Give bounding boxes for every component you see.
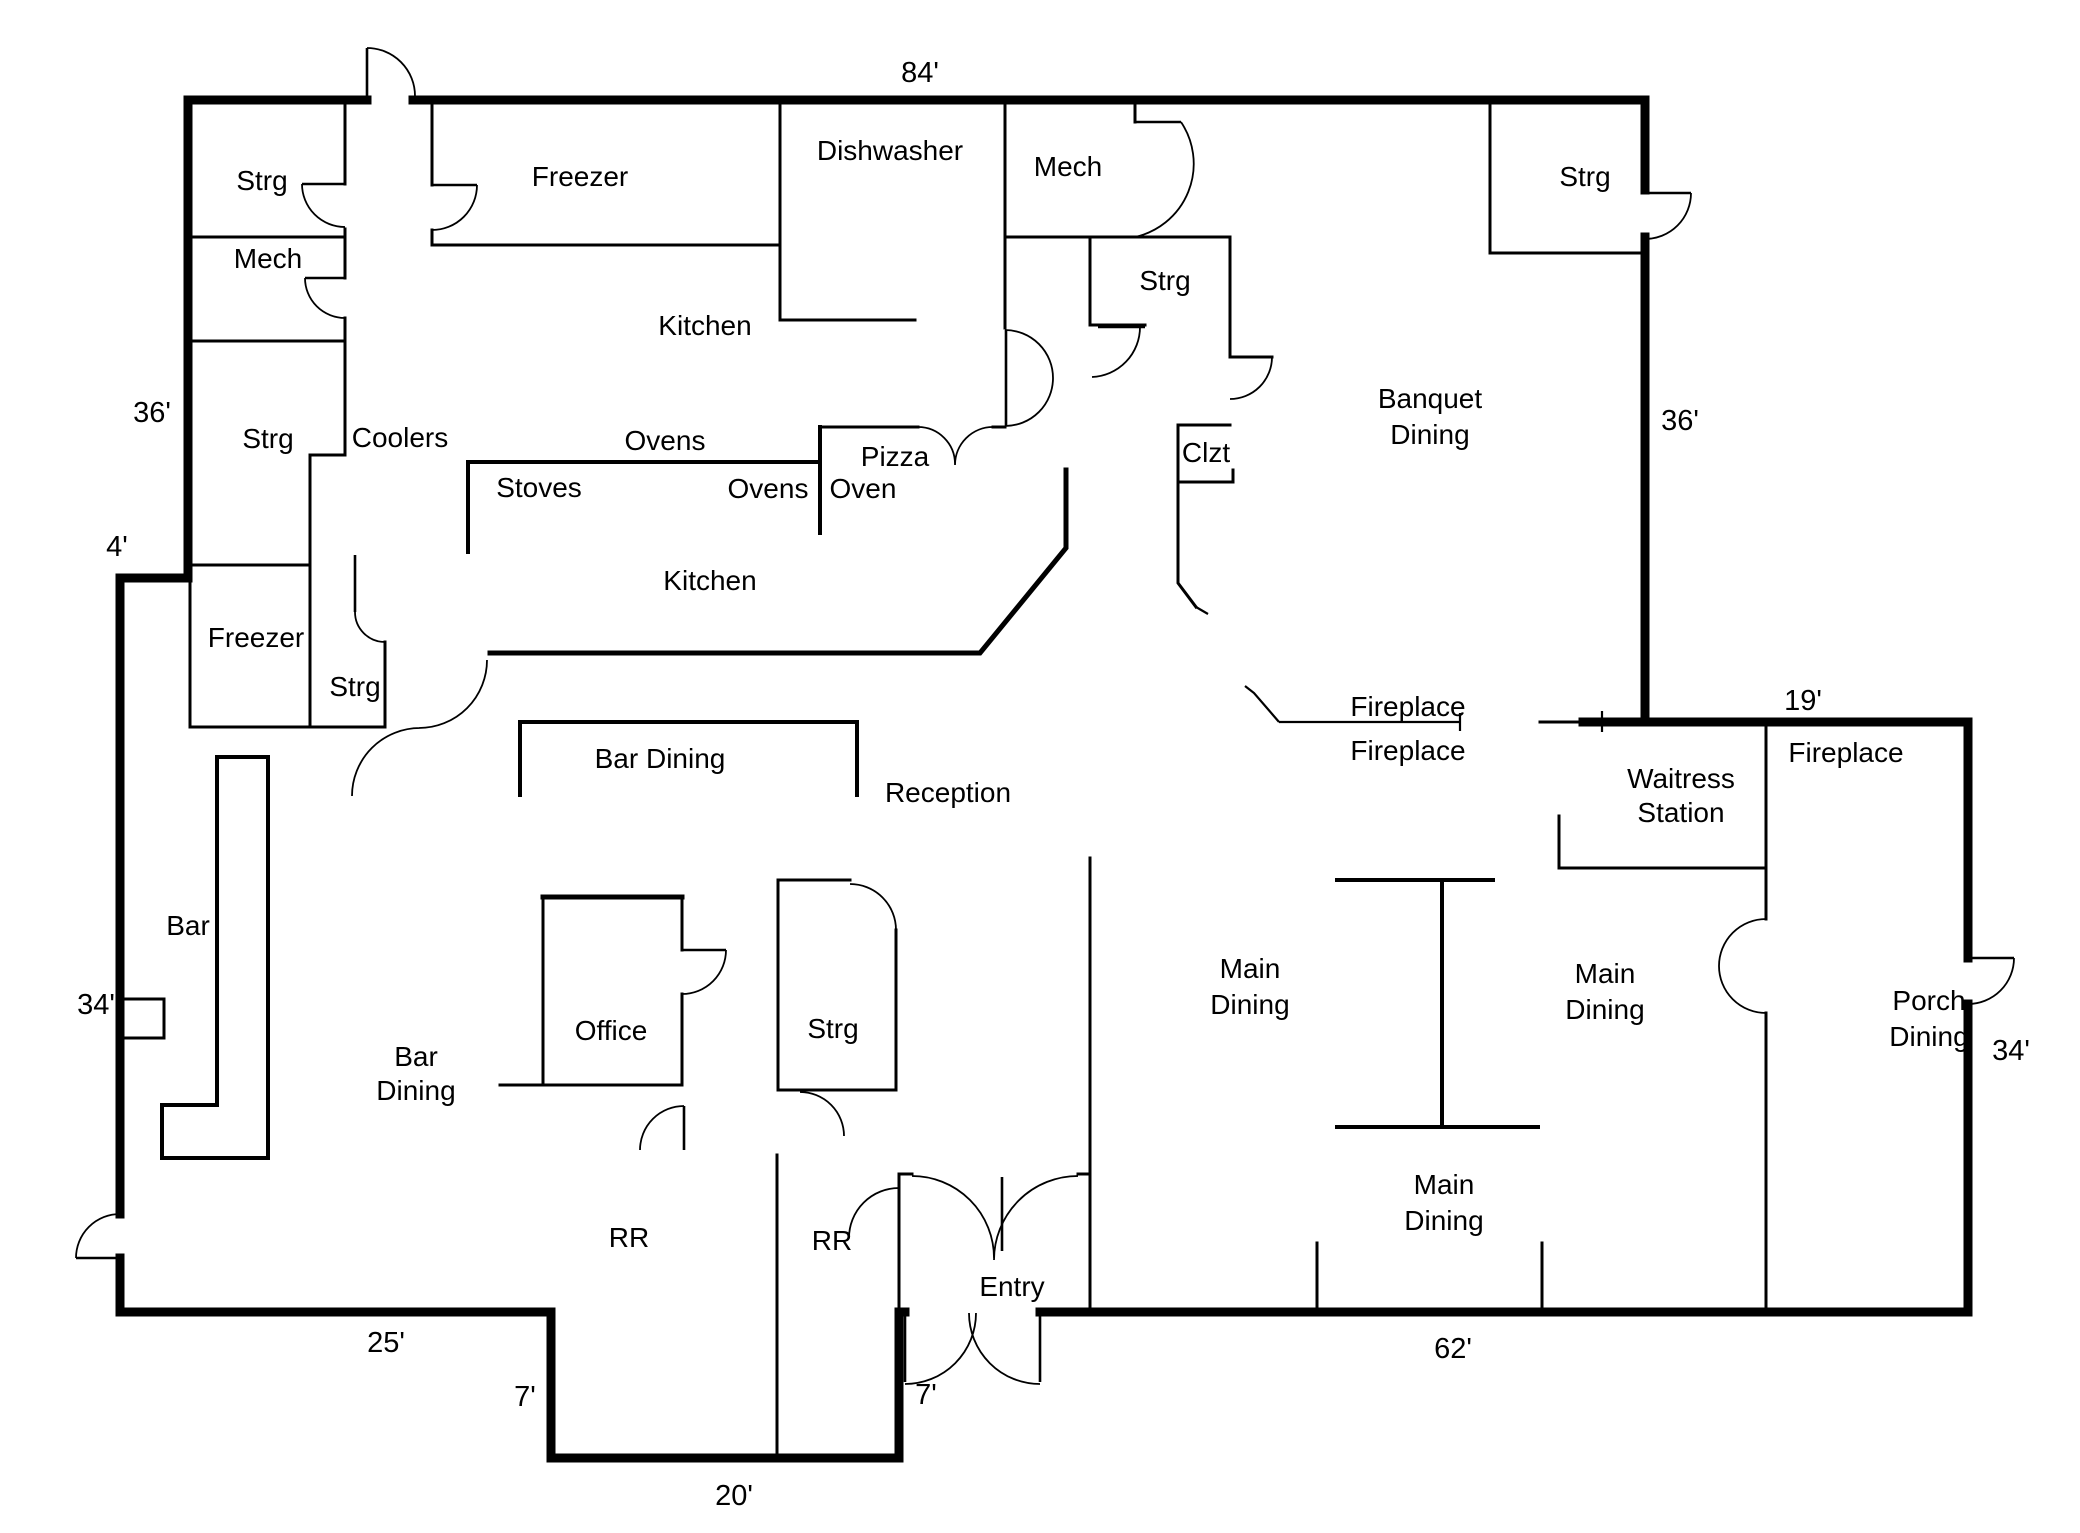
room-label-stoves: Stoves xyxy=(496,472,582,503)
dim-right-upper: 36' xyxy=(1661,405,1699,437)
room-label-mech-w: Mech xyxy=(234,243,302,274)
room-label-strg-rr: Strg xyxy=(807,1013,858,1044)
dim-top-width: 84' xyxy=(901,57,939,89)
room-label-dishwasher: Dishwasher xyxy=(817,135,963,166)
dim-bump-left: 7' xyxy=(514,1381,536,1413)
room-label-main-dining1-line1: Main xyxy=(1220,953,1281,984)
room-label-waitress-line2: Station xyxy=(1637,797,1724,828)
room-label-bar: Bar xyxy=(166,910,210,941)
room-label-ovens-upper: Ovens xyxy=(625,425,706,456)
room-label-main-dining3-line1: Main xyxy=(1414,1169,1475,1200)
room-label-bar-dining-counter: Bar Dining xyxy=(595,743,726,774)
room-label-strg-c: Strg xyxy=(1139,265,1190,296)
room-label-office: Office xyxy=(575,1015,648,1046)
bar-dining-counter-outline xyxy=(518,720,859,797)
dim-right-lower: 34' xyxy=(1992,1035,2030,1067)
room-label-main-dining2-line2: Dining xyxy=(1565,994,1644,1025)
room-label-kitchen-upper: Kitchen xyxy=(658,310,751,341)
room-label-porch-line2: Dining xyxy=(1889,1021,1968,1052)
stoves-ovens-counter xyxy=(466,425,822,554)
room-label-main-dining1-line2: Dining xyxy=(1210,989,1289,1020)
bar-wall-notch xyxy=(121,997,166,1040)
room-label-porch-line1: Porch xyxy=(1892,985,1965,1016)
bar-counter xyxy=(160,755,270,1160)
room-label-kitchen-lower: Kitchen xyxy=(663,565,756,596)
fireplace-symbol xyxy=(1244,685,1462,731)
fixtures xyxy=(121,425,1540,1160)
interior-walls xyxy=(186,98,1768,1460)
doors xyxy=(75,47,2015,1385)
room-label-strg-ne: Strg xyxy=(1559,161,1610,192)
dim-bump-right: 7' xyxy=(915,1379,937,1411)
room-label-clzt: Clzt xyxy=(1182,437,1230,468)
room-label-bar-dining-line2: Dining xyxy=(376,1075,455,1106)
dim-left-upper: 36' xyxy=(133,397,171,429)
room-label-bar-dining-line1: Bar xyxy=(394,1041,438,1072)
room-label-fireplace-c1: Fireplace xyxy=(1350,691,1465,722)
room-label-strg-nw: Strg xyxy=(236,165,287,196)
dim-bottom-right: 62' xyxy=(1434,1333,1472,1365)
dim-left-lower: 34' xyxy=(77,989,115,1021)
room-label-pizza-line2: Oven xyxy=(830,473,897,504)
room-label-rr-right: RR xyxy=(812,1225,852,1256)
room-label-strg-sw: Strg xyxy=(329,671,380,702)
room-label-fireplace-porch: Fireplace xyxy=(1788,737,1903,768)
room-label-main-dining2-line1: Main xyxy=(1575,958,1636,989)
room-labels: Strg Mech Strg Coolers Freezer Dishwashe… xyxy=(166,135,1968,1302)
room-label-entry: Entry xyxy=(979,1271,1044,1302)
room-label-ovens-lower: Ovens xyxy=(728,473,809,504)
room-label-freezer-w: Freezer xyxy=(208,622,304,653)
room-label-fireplace-c2: Fireplace xyxy=(1350,735,1465,766)
room-label-mech-c: Mech xyxy=(1034,151,1102,182)
room-label-banquet-line1: Banquet xyxy=(1378,383,1483,414)
room-label-rr-left: RR xyxy=(609,1222,649,1253)
dim-porch-top: 19' xyxy=(1784,685,1822,717)
room-label-main-dining3-line2: Dining xyxy=(1404,1205,1483,1236)
room-label-freezer-top: Freezer xyxy=(532,161,628,192)
top-exterior-door-arc xyxy=(366,47,416,97)
room-label-waitress-line1: Waitress xyxy=(1627,763,1735,794)
room-label-banquet-line2: Dining xyxy=(1390,419,1469,450)
dim-bottom-left: 25' xyxy=(367,1327,405,1359)
dim-left-step: 4' xyxy=(106,531,128,563)
dimension-labels: 84' 36' 36' 4' 34' 25' 7' 20' 7' 62' 19'… xyxy=(77,57,2030,1512)
room-label-coolers: Coolers xyxy=(352,422,448,453)
room-label-strg-w: Strg xyxy=(242,423,293,454)
dim-bump-width: 20' xyxy=(715,1480,753,1512)
room-label-pizza-line1: Pizza xyxy=(861,441,930,472)
dining-divider xyxy=(1335,878,1540,1129)
room-label-reception: Reception xyxy=(885,777,1011,808)
